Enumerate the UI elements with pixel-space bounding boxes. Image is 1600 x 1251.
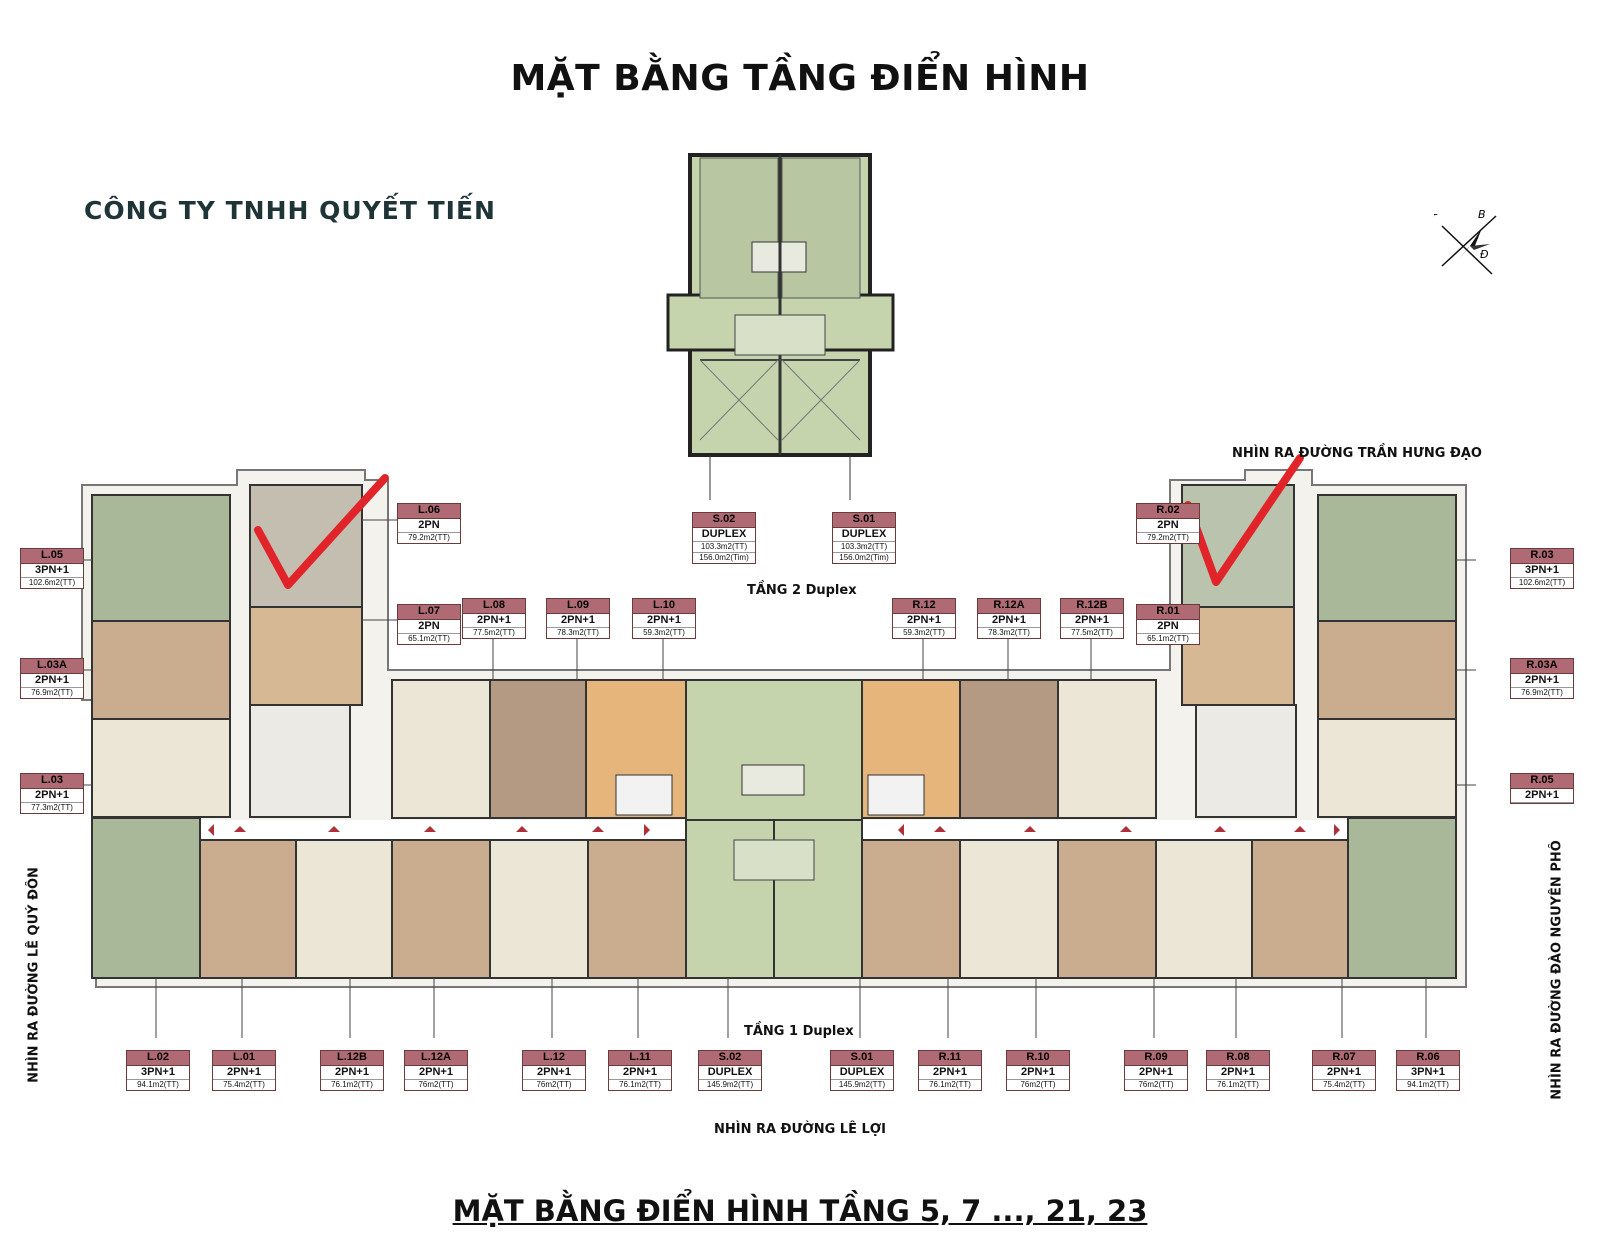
view-left-label: NHÌN RA ĐƯỜNG LÊ QUÝ ĐÔN (26, 867, 42, 1083)
floor-2-label: TẦNG 2 Duplex (747, 583, 857, 598)
compass-icon: T B N Đ (1434, 208, 1497, 275)
page-title: MẶT BẰNG TẦNG ĐIỂN HÌNH (510, 58, 1090, 99)
compass-t: T (1434, 212, 1438, 225)
compass-b: B (1478, 208, 1486, 221)
company-name: CÔNG TY TNHH QUYẾT TIẾN (84, 196, 496, 225)
view-top-label: NHÌN RA ĐƯỜNG TRẦN HƯNG ĐẠO (1232, 446, 1482, 461)
check-mark-left (254, 474, 389, 589)
view-right-label: NHÌN RA ĐƯỜNG ĐÀO NGUYÊN PHÔ (1549, 840, 1565, 1100)
compass-d: Đ (1480, 248, 1489, 261)
floor-1-label: TẦNG 1 Duplex (744, 1024, 854, 1039)
duplex-tower (666, 153, 895, 500)
footer-title: MẶT BẰNG ĐIỂN HÌNH TẦNG 5, 7 ..., 21, 23 (452, 1194, 1148, 1228)
view-bottom-label: NHÌN RA ĐƯỜNG LÊ LỢI (714, 1122, 886, 1137)
main-building (81, 469, 1467, 988)
